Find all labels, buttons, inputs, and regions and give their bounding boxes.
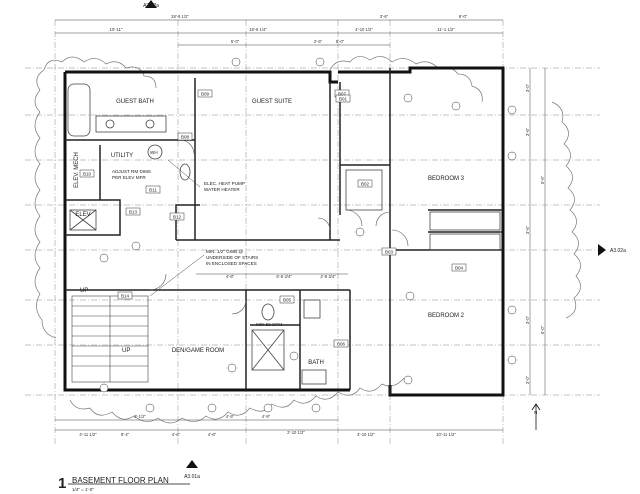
dim-top2-3: 4'-10 1/2" xyxy=(355,27,373,32)
tag-b13: B13 xyxy=(129,210,138,215)
closet-shelf xyxy=(429,211,501,231)
shower-fixture xyxy=(251,329,285,371)
dim-bottom2-1: 9'-1/2" xyxy=(134,414,146,419)
dim-interior-3: 2'-8 3/4" xyxy=(320,274,336,279)
label-wh: WH xyxy=(150,150,158,155)
leader-lines xyxy=(149,159,205,297)
dim-interior-1: 4'-8" xyxy=(226,274,235,279)
section-marker-right: A3.02a xyxy=(598,244,626,256)
dim-top2-1: 10'-11" xyxy=(110,27,123,32)
tag-b01: B01 xyxy=(339,97,348,102)
drawing-number: 1 xyxy=(58,475,66,492)
tag-b06: B06 xyxy=(337,342,346,347)
tag-b03: B03 xyxy=(385,250,394,255)
dim-bottom-4: 4'-6" xyxy=(208,432,217,437)
interior-walls xyxy=(65,68,503,395)
dimension-lines xyxy=(55,19,546,431)
stairs xyxy=(71,295,149,383)
tag-b02: B02 xyxy=(361,182,370,187)
dim-right-1: 3'-0" xyxy=(525,83,530,92)
dim-right-7: 3'-0" xyxy=(525,375,530,384)
toilet-fixture xyxy=(179,163,191,181)
tag-b07: B07 xyxy=(338,92,347,97)
room-label-guest-suite: GUEST SUITE xyxy=(252,99,292,105)
room-label-bath: BATH xyxy=(308,360,324,366)
drawing-title: BASEMENT FLOOR PLAN xyxy=(72,476,169,485)
note-gwb-3: IN ENCLOSED SPACES xyxy=(206,261,257,266)
note-water-heater: WATER HEATER xyxy=(204,187,240,192)
dim-top-3: 8'-0" xyxy=(459,14,468,19)
note-min-50-cfm: MIN 50 CFM xyxy=(256,322,282,327)
title-block: 1 BASEMENT FLOOR PLAN 1/4" = 1'-0" xyxy=(58,475,190,492)
tag-b12: B12 xyxy=(173,215,182,220)
keynote-markers xyxy=(99,57,517,413)
section-ref-right: A3.02a xyxy=(610,248,626,254)
dim-bottom-3: 4'-6" xyxy=(172,432,181,437)
room-label-bedroom-3: BEDROOM 3 xyxy=(428,176,465,182)
fixtures xyxy=(67,83,501,385)
dim-bottom-5: 4'-10 1/2" xyxy=(357,432,375,437)
dim-bottom2-3: 4'-9" xyxy=(262,414,271,419)
revision-cloud xyxy=(34,56,581,424)
tag-b05: B05 xyxy=(283,298,292,303)
room-label-den: DEN/GAME ROOM xyxy=(172,348,224,354)
tag-b10: B10 xyxy=(83,172,92,177)
north-arrow-icon xyxy=(531,403,541,430)
drawing-scale: 1/4" = 1'-0" xyxy=(72,487,94,492)
note-gwb-1: MIN. 1/2" GWB @ xyxy=(206,249,244,254)
dim-top2-2: 18'-6 1/4" xyxy=(249,27,267,32)
note-gwb-2: UNDERSIDE OF STAIRS xyxy=(206,255,258,260)
sink-fixture xyxy=(301,369,327,385)
stair-up-label-2: UP xyxy=(122,348,130,354)
closet-shelf-2 xyxy=(429,233,501,251)
tag-b14: B14 xyxy=(121,294,130,299)
grid-lines xyxy=(25,20,600,445)
vanity-fixture xyxy=(95,115,167,133)
note-per-elev-mfr: PER ELEV MFR xyxy=(112,175,146,180)
room-label-elev-mech: ELEV. MECH xyxy=(74,152,80,188)
water-heater-fixture xyxy=(147,144,163,160)
dim-top3-3: 8'-0" xyxy=(336,39,345,44)
tag-b04: B04 xyxy=(455,266,464,271)
dim-top-2: 3'-6" xyxy=(380,14,389,19)
section-marker-top: A3.02a xyxy=(143,0,159,9)
dim-bottom-2: 9'-4" xyxy=(121,432,130,437)
dim-right-6: 3'-0" xyxy=(525,315,530,324)
section-ref-top: A3.02a xyxy=(143,3,159,9)
dim-right-2: 3'-6" xyxy=(525,127,530,136)
dim-top3-1: 5'-0" xyxy=(231,39,240,44)
section-marker-bottom: A3.01a xyxy=(184,460,200,480)
dim-right-5: 6'-0" xyxy=(540,325,545,334)
bathtub-fixture xyxy=(67,83,91,137)
elevator-cab xyxy=(69,209,97,231)
dim-right-4: 3'-6" xyxy=(525,225,530,234)
dim-bottom2-2: 4'-5" xyxy=(226,414,235,419)
note-heat-pump: ELEC. HEAT PUMP xyxy=(204,181,245,186)
dim-top2-4: 11'-1 1/2" xyxy=(437,27,455,32)
tag-b08: B08 xyxy=(181,135,190,140)
dim-top-1: 28'-9 1/2" xyxy=(171,14,189,19)
dim-interior-2: 6'-9 3/4" xyxy=(276,274,292,279)
doors xyxy=(149,139,409,315)
dim-bottom-1: 4'-11 1/2" xyxy=(79,432,97,437)
dim-right-3: 5'-6" xyxy=(540,175,545,184)
tags xyxy=(79,89,467,348)
room-label-utility: UTILITY xyxy=(111,153,133,159)
room-label-guest-bath: GUEST BATH xyxy=(116,99,154,105)
dim-top3-2: 2'-6" xyxy=(314,39,323,44)
stair-up-label: UP xyxy=(80,288,88,294)
tag-b09: B09 xyxy=(201,92,210,97)
section-ref-bottom: A3.01a xyxy=(184,474,200,480)
dim-bottom2-4: 2'-10 1/2" xyxy=(287,430,305,435)
dim-bottom-6: 10'-11 1/2" xyxy=(436,432,456,437)
tag-b11: B11 xyxy=(149,188,157,193)
room-label-elev: ELEV xyxy=(75,212,90,218)
room-label-bedroom-2: BEDROOM 2 xyxy=(428,313,465,319)
note-adjust-rm-dims: ADJUST RM DIMS xyxy=(112,169,151,174)
toilet-fixture-2 xyxy=(261,303,275,321)
